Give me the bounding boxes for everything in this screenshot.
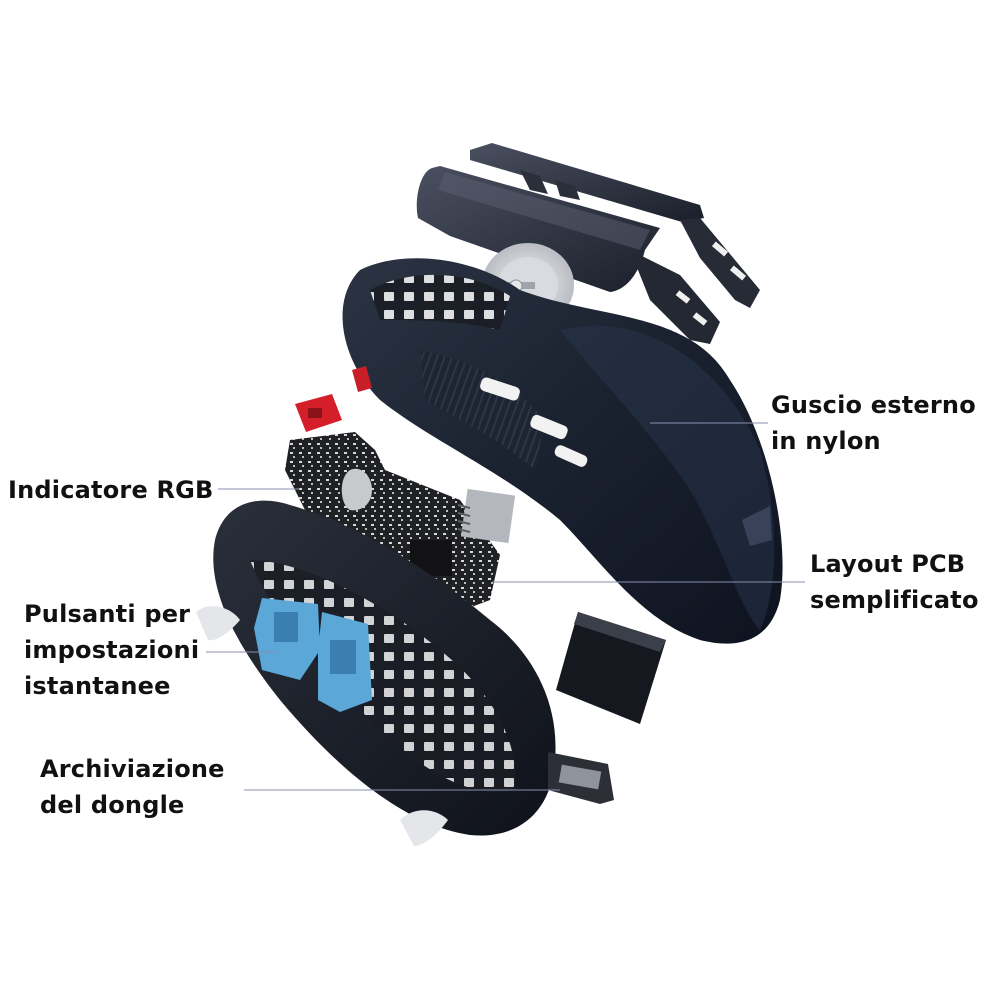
side-grip-block — [556, 612, 666, 724]
callout-setting-buttons-line3: istantanee — [24, 672, 171, 700]
callout-pcb-layout: Layout PCB semplificato — [810, 546, 979, 618]
click-panel — [416, 166, 720, 344]
callout-pcb-layout-line2: semplificato — [810, 586, 979, 614]
callout-setting-buttons-line1: Pulsanti per — [24, 600, 191, 628]
callout-dongle-storage: Archiviazione del dongle — [40, 751, 225, 823]
callout-pcb-layout-line1: Layout PCB — [810, 550, 966, 578]
callout-outer-shell: Guscio esterno in nylon — [771, 387, 976, 459]
callout-dongle-storage-line2: del dongle — [40, 791, 185, 819]
callout-setting-buttons: Pulsanti per impostazioni istantanee — [24, 596, 199, 704]
dongle — [548, 752, 614, 804]
small-connector — [457, 488, 516, 544]
callout-outer-shell-line2: in nylon — [771, 427, 881, 455]
leader-lines — [206, 422, 805, 791]
callout-dongle-storage-line1: Archiviazione — [40, 755, 225, 783]
blue-setting-buttons — [254, 598, 372, 712]
callout-outer-shell-line1: Guscio esterno — [771, 391, 976, 419]
callout-setting-buttons-line2: impostazioni — [24, 636, 200, 664]
nylon-outer-shell — [342, 258, 783, 644]
callout-rgb-indicator-line1: Indicatore RGB — [8, 476, 214, 504]
top-button-plate — [470, 143, 760, 308]
callout-rgb-indicator: Indicatore RGB — [8, 472, 214, 508]
mouse-skates — [196, 606, 448, 846]
red-micro-switches — [295, 366, 372, 432]
